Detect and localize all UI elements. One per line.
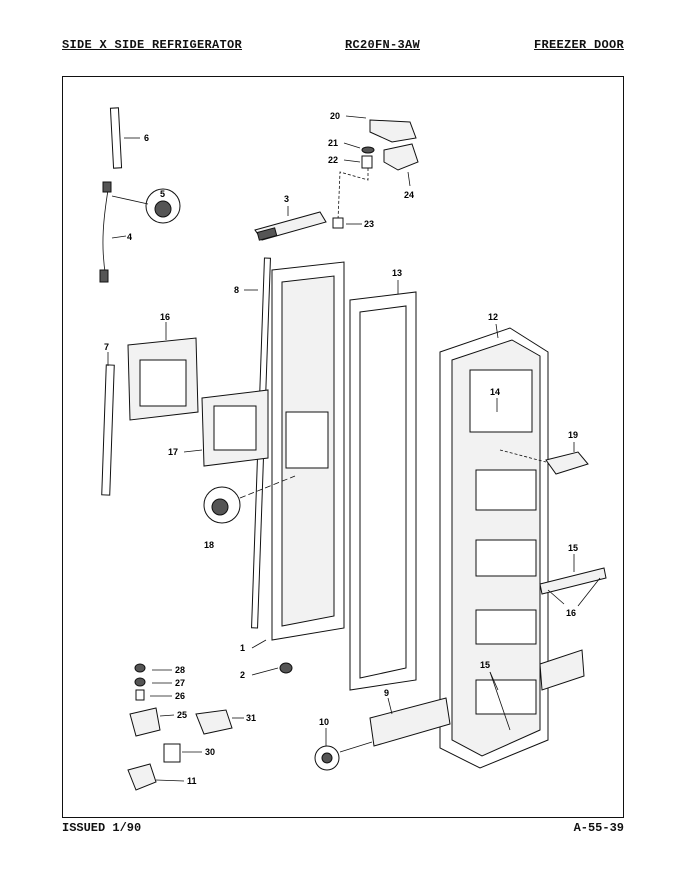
callout-16: 16 (566, 608, 576, 618)
part-20-tray (545, 451, 589, 475)
part-30-clip (163, 743, 181, 763)
shelf-bottom (475, 679, 537, 715)
part-25-plate (383, 143, 419, 171)
leader-1 (251, 639, 267, 649)
leader-4 (111, 235, 127, 239)
part-10-leader (339, 741, 373, 753)
part-17-opening (139, 359, 187, 407)
part-10-part (321, 752, 333, 764)
callout-5: 5 (160, 189, 165, 199)
callout-7: 7 (104, 342, 109, 352)
part-4-top-cap (102, 181, 112, 193)
part-20-leader (499, 449, 547, 463)
callout-13: 13 (392, 268, 402, 278)
callout-20: 19 (568, 430, 578, 440)
part-9-rail (369, 697, 451, 747)
shelf-middle (475, 539, 537, 577)
callout-12: 12 (488, 312, 498, 322)
hinge-axis-line (337, 168, 369, 221)
callout-3: 3 (284, 194, 289, 204)
callout-27: 26 (175, 691, 185, 701)
part-4-handle (102, 189, 109, 279)
part-23-bushing (361, 155, 373, 169)
part-3-tab (256, 227, 278, 241)
part-13-gasket-inner (359, 305, 407, 679)
leader-16a (547, 589, 565, 605)
header-title: SIDE X SIDE REFRIGERATOR (62, 38, 243, 52)
callout-19: 18 (204, 540, 214, 550)
header-section: FREEZER DOOR (533, 38, 624, 52)
leader-9 (387, 697, 393, 715)
header-model-number: RC20FN-3AW (345, 38, 421, 52)
callout-26: 25 (177, 710, 187, 720)
part-28 (134, 677, 146, 687)
callout-24: 23 (364, 219, 374, 229)
part-11-cam (127, 763, 157, 791)
diagram-frame (62, 76, 624, 818)
part-22-washer (361, 146, 375, 154)
leader-2 (251, 667, 279, 676)
part-16-bar (539, 567, 607, 595)
part-27 (135, 689, 145, 701)
part-21-hinge (369, 119, 417, 143)
part-18-window (213, 405, 257, 451)
leader-22 (343, 142, 361, 149)
leader-23 (343, 159, 361, 163)
callout-15-right: 15 (568, 543, 578, 553)
callout-8: 8 (234, 285, 239, 295)
callout-1: 1 (240, 643, 245, 653)
part-31-plate (195, 709, 233, 735)
leader-25 (407, 171, 411, 187)
callout-22: 21 (328, 138, 338, 148)
part-14-ice-bin (469, 369, 533, 433)
part-19-leader (239, 475, 296, 499)
part-15-rail (539, 649, 585, 691)
callout-21: 20 (330, 111, 340, 121)
callout-2: 2 (240, 670, 245, 680)
callout-14: 14 (490, 387, 500, 397)
part-19-part (211, 498, 229, 516)
part-29 (134, 663, 146, 673)
leader-15b (489, 671, 511, 731)
leader-18 (183, 449, 203, 453)
part-7-strip (101, 364, 115, 496)
callout-11: 11 (187, 776, 197, 786)
footer-page-code: A-55-39 (573, 821, 624, 835)
callout-25: 24 (404, 190, 414, 200)
leader-11 (155, 779, 185, 782)
callout-17: 16 (160, 312, 170, 322)
leader-12 (495, 323, 499, 339)
callout-15-bottom: 15 (480, 660, 490, 670)
callout-23: 22 (328, 155, 338, 165)
callout-30: 30 (205, 747, 215, 757)
callout-29: 28 (175, 665, 185, 675)
part-2-bushing (279, 662, 293, 674)
callout-28: 27 (175, 678, 185, 688)
footer-issued: ISSUED 1/90 (62, 821, 142, 835)
callout-4: 4 (127, 232, 132, 242)
callout-18: 17 (168, 447, 178, 457)
part-26-bracket (129, 707, 161, 737)
leader-26 (159, 714, 175, 717)
part-4-bottom-cap (99, 269, 109, 283)
callout-10: 10 (319, 717, 329, 727)
shelf-lower (475, 609, 537, 645)
leader-21 (345, 115, 367, 119)
leader-16b (577, 577, 601, 607)
part-5-nut (154, 200, 172, 218)
callout-9: 9 (384, 688, 389, 698)
part-6-strip (109, 107, 123, 169)
shelf-upper (475, 469, 537, 511)
callout-31: 31 (246, 713, 256, 723)
part-5-leader (111, 195, 149, 205)
callout-6: 6 (144, 133, 149, 143)
part-24-bushing (332, 217, 344, 229)
part-1-panel (285, 411, 329, 469)
